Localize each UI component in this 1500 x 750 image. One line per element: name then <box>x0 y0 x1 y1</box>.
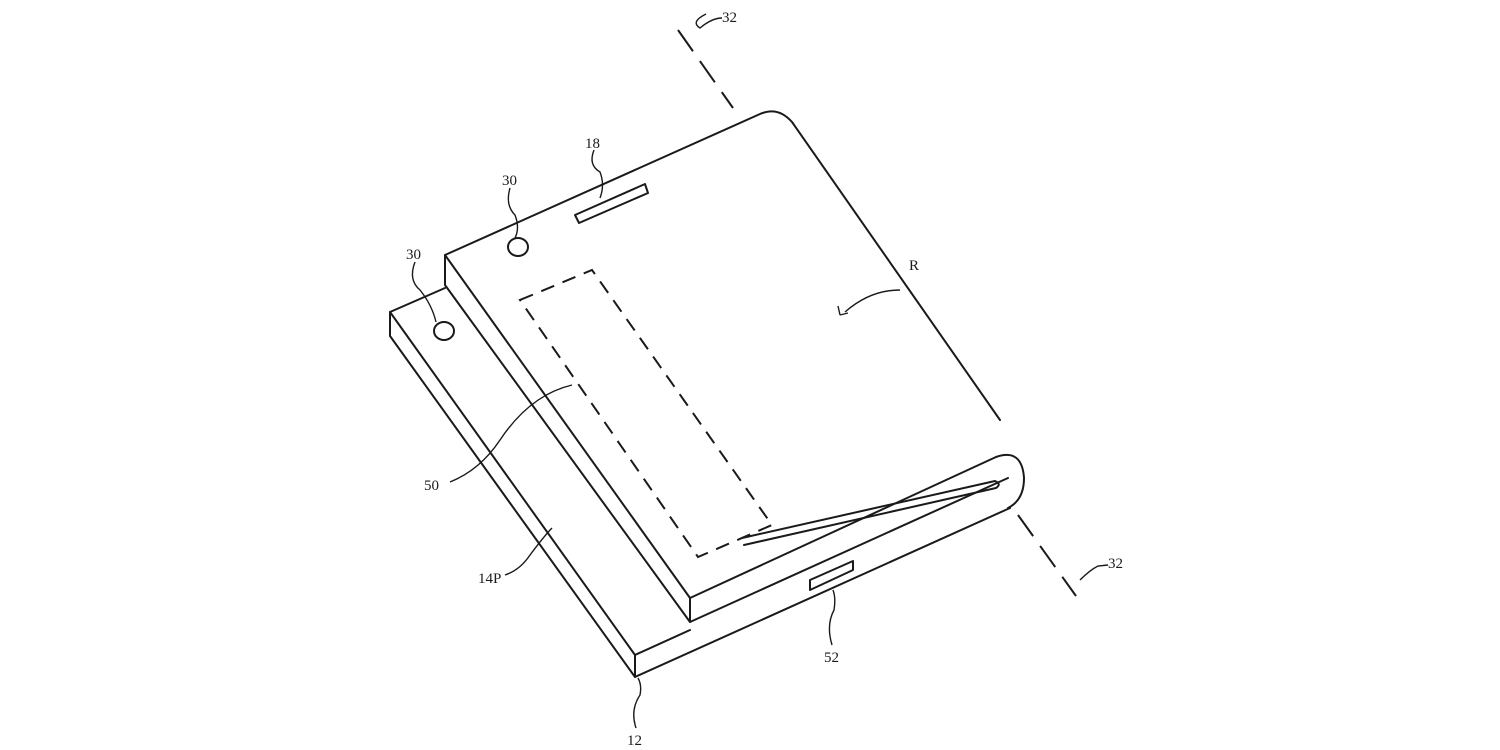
label-port: 52 <box>824 650 839 666</box>
label-camera-lower: 30 <box>406 247 421 263</box>
fold-axis-top <box>677 29 734 109</box>
label-housing: 12 <box>627 733 642 749</box>
bottom-panel <box>389 287 1011 678</box>
label-speaker: 18 <box>585 136 600 152</box>
fold-axis-bottom <box>1017 514 1077 597</box>
camera-lower-icon <box>433 321 455 341</box>
hinge-slot <box>741 480 1000 546</box>
camera-upper-icon <box>507 237 529 257</box>
top-panel <box>444 110 1025 623</box>
label-axis-bottom: 32 <box>1108 556 1123 572</box>
label-region: R <box>909 258 919 274</box>
label-camera-upper: 30 <box>502 173 517 189</box>
speaker-slot-icon <box>574 183 649 224</box>
label-component: 50 <box>424 478 439 494</box>
label-axis-top: 32 <box>722 10 737 26</box>
port-icon <box>809 560 854 591</box>
leader-lines <box>411 13 1109 729</box>
label-panel: 14P <box>478 571 501 587</box>
component-outline <box>518 268 774 559</box>
